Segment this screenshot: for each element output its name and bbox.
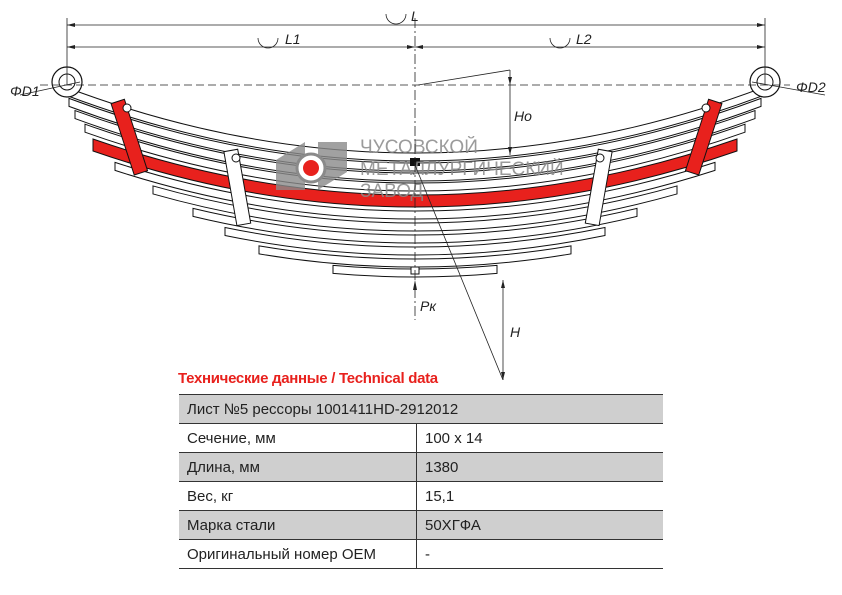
row-label: Марка стали [179, 510, 417, 540]
spring-clip [110, 98, 149, 176]
row-value: 15,1 [416, 481, 663, 511]
row-value: 50ХГФА [416, 510, 663, 540]
table-row: Оригинальный номер OEM- [179, 539, 663, 569]
technical-data-title: Технические данные / Technical data [178, 370, 438, 387]
spring-leaf [224, 226, 606, 256]
dimension-arrows [67, 23, 765, 380]
label-D2: ΦD2 [796, 79, 826, 95]
clip-bolt [701, 103, 711, 113]
part-name: Лист №5 рессоры 1001411HD-2912012 [179, 394, 663, 424]
spring-clip [684, 98, 723, 176]
label-H: H [510, 324, 521, 340]
spring-leaf [192, 207, 638, 244]
spring-leaves [51, 66, 781, 278]
label-D1: ΦD1 [10, 83, 40, 99]
clip-bolt [231, 153, 241, 163]
row-label: Оригинальный номер OEM [179, 539, 417, 569]
clip-bolt [595, 153, 605, 163]
dimension-lines [19, 13, 826, 380]
row-value: 1380 [416, 452, 663, 482]
label-L: L [411, 8, 419, 24]
spec-table: Лист №5 рессоры 1001411HD-2912012 Сечени… [179, 394, 663, 569]
spring-leaf [258, 245, 572, 268]
table-header-row: Лист №5 рессоры 1001411HD-2912012 [179, 394, 663, 424]
logo-line-2: МЕТАЛЛУРГИЧЕСКИЙ [360, 158, 564, 180]
leaf-spring-drawing: ЧУСОВСКОЙ МЕТАЛЛУРГИЧЕСКИЙ ЗАВОД L L1 L2… [10, 8, 826, 380]
spring-leaf [114, 161, 716, 220]
row-value: 100 x 14 [416, 423, 663, 453]
clip-bolt [122, 103, 132, 113]
company-logo: ЧУСОВСКОЙ МЕТАЛЛУРГИЧЕСКИЙ ЗАВОД [276, 136, 564, 202]
logo-line-3: ЗАВОД [360, 181, 424, 202]
spring-clip [223, 148, 252, 227]
label-Ho: Ho [514, 108, 532, 124]
row-label: Вес, кг [179, 481, 417, 511]
logo-line-1: ЧУСОВСКОЙ [360, 136, 478, 158]
row-label: Сечение, мм [179, 423, 417, 453]
label-L1: L1 [285, 31, 301, 47]
row-label: Длина, мм [179, 452, 417, 482]
spring-clip [584, 148, 613, 227]
highlighted-leaf [92, 138, 738, 208]
spring-leaf [152, 185, 678, 232]
label-Pk: Pк [420, 298, 437, 314]
label-L2: L2 [576, 31, 592, 47]
row-value: - [416, 539, 663, 569]
